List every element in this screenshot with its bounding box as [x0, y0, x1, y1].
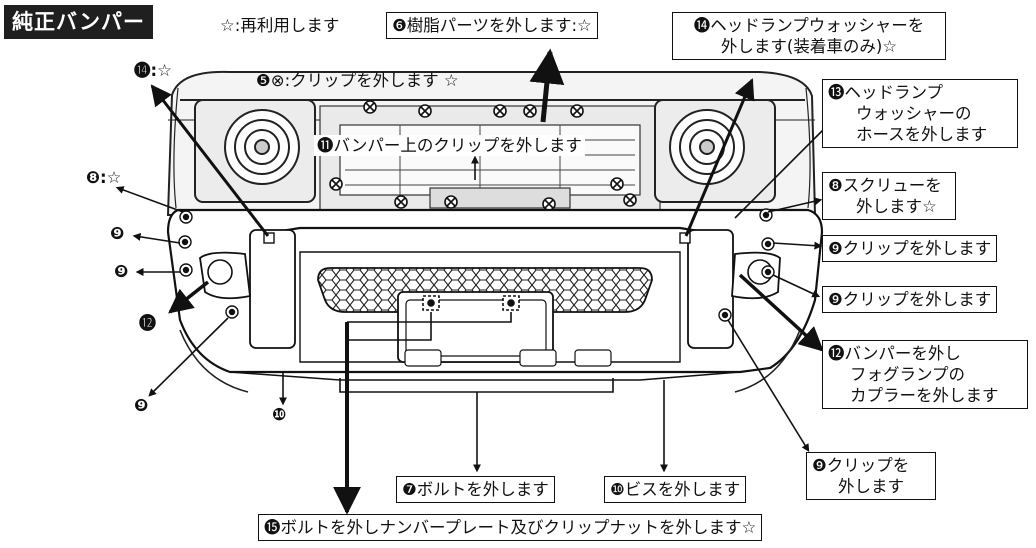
callout-14-top: ⓮ヘッドランプウォッシャーを 外します(装着車のみ)☆: [672, 12, 946, 60]
callout-9-left-1: ❾: [110, 224, 125, 244]
callout-12-left: ⓬: [139, 314, 156, 334]
callout-5: ❺⊗:クリップを外します ☆: [256, 71, 459, 90]
headlight-left: [194, 99, 316, 203]
callout-7: ❼ボルトを外します: [396, 476, 555, 503]
callout-9-right-line2: 外します: [838, 477, 904, 496]
callout-8-left: ❽:☆: [86, 168, 122, 187]
callout-12-right-line2: フォグランプの: [850, 365, 966, 384]
callout-12-right-line1: ⓬バンパーを外し: [828, 344, 961, 363]
callout-9-b: ❾クリップを外します: [822, 286, 998, 313]
callout-14-top-line1: ⓮ヘッドランプウォッシャーを: [693, 16, 925, 35]
headlight-right: [654, 99, 776, 203]
callout-8-right: ❽スクリューを 外します☆: [822, 172, 956, 220]
engine-bay: [319, 105, 661, 215]
callout-13-line3: ホースを外します: [856, 125, 988, 144]
page-title: 純正バンパー: [4, 5, 154, 39]
callout-9-right-line1: ❾クリップを: [812, 456, 910, 475]
callout-15: ⓯ボルトを外しナンバープレート及びクリップナットを外します☆: [258, 514, 763, 541]
callout-12-right-line3: カプラーを外します: [850, 386, 999, 405]
bumper-clips: [178, 208, 775, 322]
callout-14-left: ⓮:☆: [134, 61, 172, 80]
callout-9-a: ❾クリップを外します: [822, 235, 998, 262]
callout-10: ❿ビスを外します: [604, 476, 747, 503]
callout-11: ⓫バンパー上のクリップを外します: [314, 135, 585, 156]
legend-reuse: ☆:再利用します: [220, 16, 340, 35]
callout-8-right-line2: 外します☆: [856, 197, 937, 216]
callout-8-right-line1: ❽スクリューを: [828, 176, 942, 195]
callout-12-right: ⓬バンパーを外し フォグランプの カプラーを外します: [822, 340, 1028, 409]
callout-13-line2: ウォッシャーの: [856, 104, 972, 123]
callout-9-left-2: ❾: [114, 262, 129, 282]
callout-14-top-line2: 外します(装着車のみ)☆: [720, 37, 898, 56]
callout-13-line1: ⓭ヘッドランプ: [828, 83, 944, 102]
leader-lines: [115, 48, 826, 515]
callout-13: ⓭ヘッドランプ ウォッシャーの ホースを外します: [822, 79, 1018, 148]
callout-10-left: ❿: [272, 405, 287, 425]
callout-9-left-3: ❾: [134, 396, 149, 416]
wheel-hints: [179, 329, 801, 393]
callout-9-right: ❾クリップを 外します: [806, 452, 936, 500]
top-clips: [329, 100, 637, 211]
callout-6: ❻樹脂パーツを外します:☆: [386, 12, 598, 39]
plate-bolts: [422, 295, 520, 311]
